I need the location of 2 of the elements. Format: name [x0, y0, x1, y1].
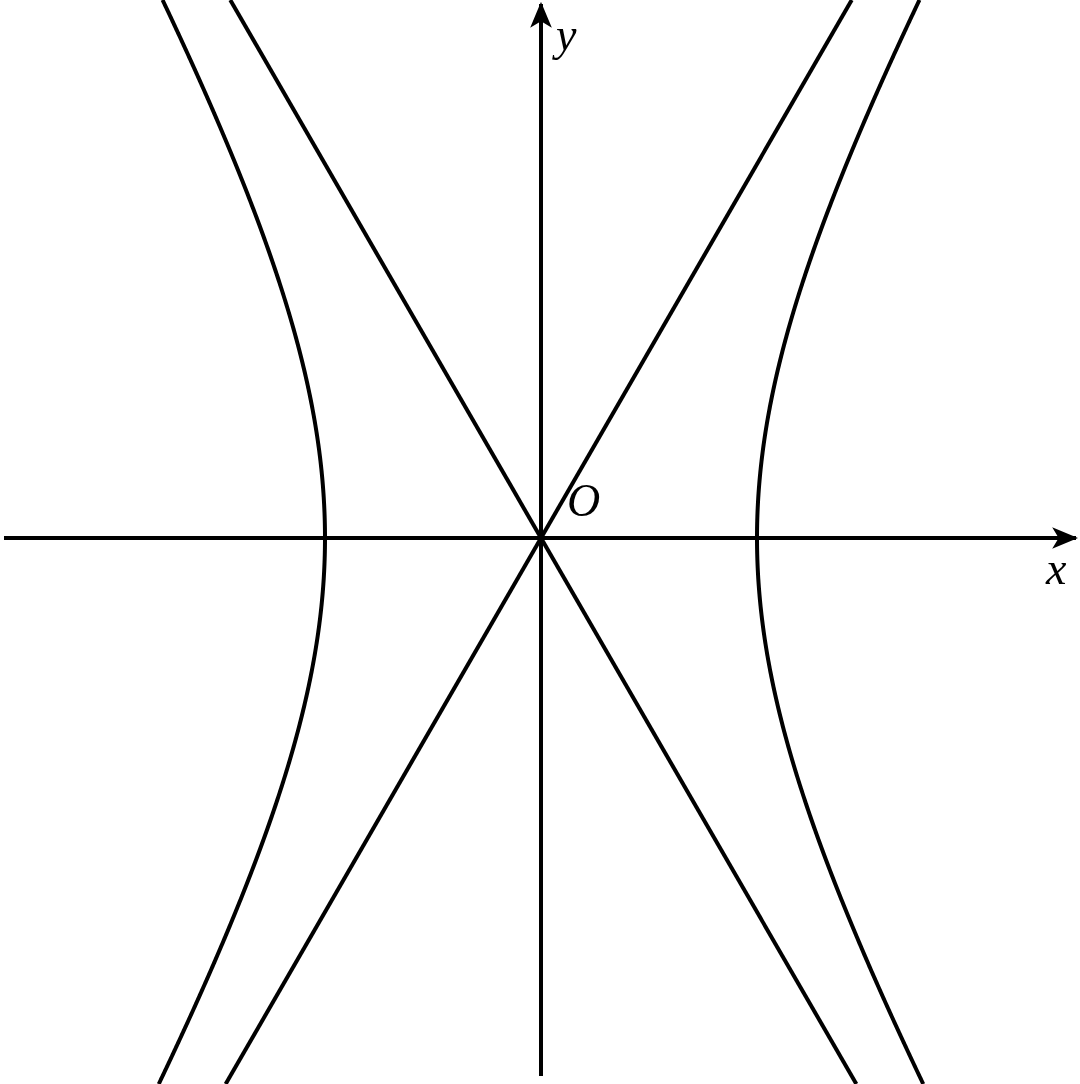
axis-label: x — [1046, 546, 1067, 592]
axis-label: O — [567, 478, 601, 524]
